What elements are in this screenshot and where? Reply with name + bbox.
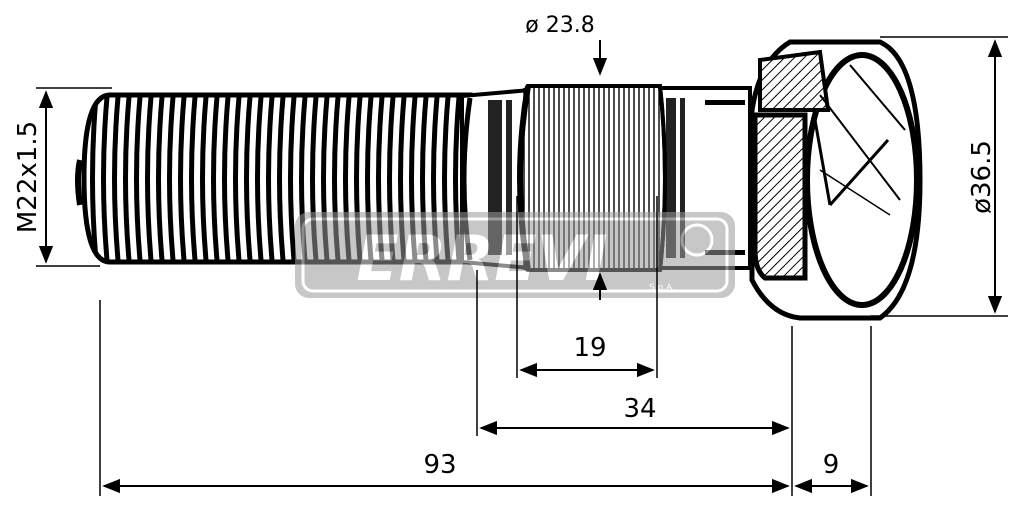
shoulder-length-dimension: 34: [479, 394, 790, 436]
watermark-brand: ERREVI: [356, 222, 607, 295]
thread-label: M22x1.5: [13, 121, 43, 233]
head-height-label: 9: [823, 450, 840, 480]
thread-dimension: M22x1.5: [13, 87, 112, 267]
watermark-logo: ERREVI S.p.A.: [295, 212, 735, 298]
extension-lines: [99, 196, 872, 496]
knurl-diameter-label: ø 23.8: [525, 13, 594, 38]
watermark-suffix: S.p.A.: [649, 283, 675, 293]
threaded-shank: [75, 92, 473, 265]
head-diameter-label: ø36.5: [967, 140, 997, 214]
shoulder-length-label: 34: [623, 394, 656, 424]
knurl-diameter-dimension: ø 23.8: [525, 13, 608, 300]
head-height-dimension: 9: [794, 450, 869, 494]
head-diameter-dimension: ø36.5: [870, 36, 1008, 317]
knurl-length-dimension: 19: [519, 333, 655, 378]
knurl-length-label: 19: [573, 333, 606, 363]
hex-head: [749, 39, 923, 321]
total-length-dimension: 93: [102, 450, 790, 494]
total-length-label: 93: [423, 450, 456, 480]
